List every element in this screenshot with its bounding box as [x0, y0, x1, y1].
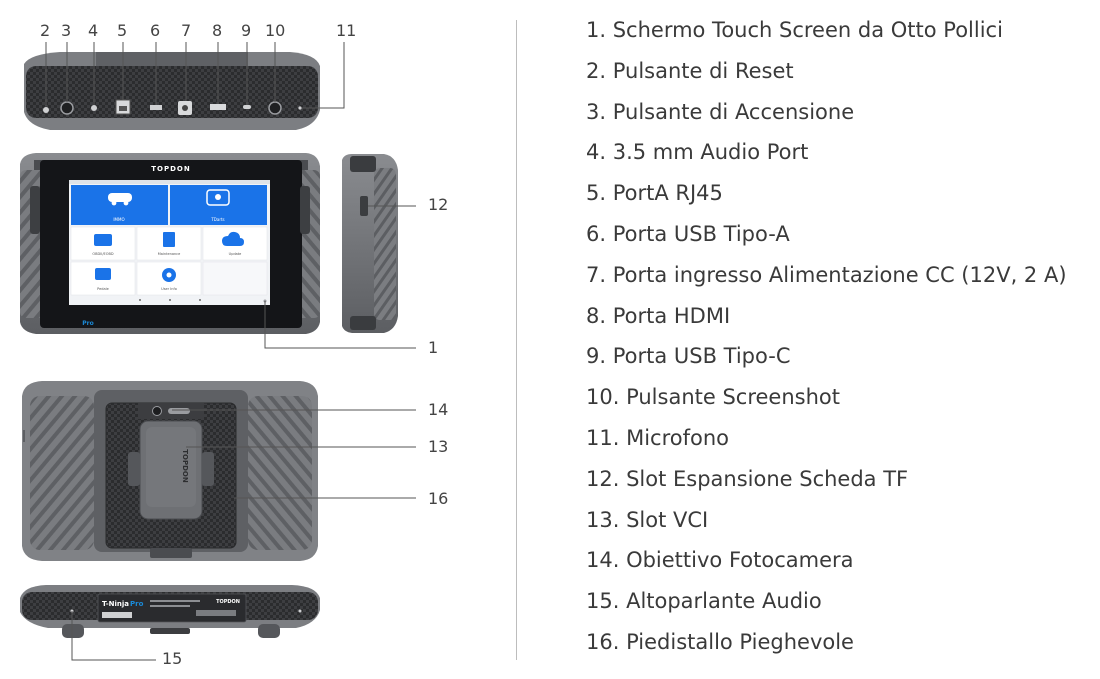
- callout-8: 8: [212, 21, 223, 40]
- callout-16: 16: [428, 489, 449, 508]
- callout-7: 7: [181, 21, 192, 40]
- vci-brand: TOPDON: [181, 449, 189, 483]
- tile-label-update: Update: [229, 252, 242, 256]
- legend-item: 3. Pulsante di Accensione: [586, 99, 855, 124]
- maintenance-icon: [163, 232, 175, 247]
- audio-port-icon: [91, 105, 97, 111]
- legend-item: 4. 3.5 mm Audio Port: [586, 140, 809, 165]
- legend-item: 5. PortA RJ45: [586, 181, 723, 206]
- legend-item: 1. Schermo Touch Screen da Otto Pollici: [586, 18, 1003, 42]
- label-model: T-Ninja: [102, 600, 129, 608]
- tile-label-pedale: Pedale: [97, 287, 109, 291]
- callout-11: 11: [336, 21, 357, 40]
- callout-9: 9: [241, 21, 252, 40]
- tile-label-userinfo: User Info: [161, 287, 177, 291]
- tile-label-obd: OBDII/EOBD: [92, 252, 113, 256]
- screen-brand: TOPDON: [151, 165, 190, 173]
- callout-1: 1: [428, 338, 439, 357]
- folder-icon: [95, 268, 111, 280]
- signal-icon: [206, 189, 230, 206]
- legend-item: 7. Porta ingresso Alimentazione CC (12V,…: [586, 262, 1067, 287]
- reset-button-icon: [43, 107, 49, 113]
- device-illustration: TOPDON IMMO TDarts OBDII/EOBD Maintenanc…: [20, 42, 416, 661]
- label-model-suffix: Pro: [130, 600, 144, 608]
- front-view: TOPDON IMMO TDarts OBDII/EOBD Maintenanc…: [20, 153, 320, 334]
- callout-2: 2: [40, 21, 51, 40]
- cloud-icon: [222, 231, 244, 246]
- microphone-icon: [298, 106, 302, 110]
- legend-item: 14. Obiettivo Fotocamera: [586, 548, 854, 573]
- tile-label-maintenance: Maintenance: [158, 252, 181, 256]
- car-icon: [108, 193, 132, 206]
- camera-lens-icon: [152, 406, 162, 416]
- usb-a-port-icon: [150, 105, 162, 110]
- callout-10: 10: [265, 21, 286, 40]
- hdmi-port-icon: [210, 104, 226, 110]
- legend-item: 11. Microfono: [586, 425, 729, 450]
- legend-item: 12. Slot Espansione Scheda TF: [586, 466, 909, 491]
- power-button-icon: [60, 101, 74, 115]
- side-view: [342, 154, 398, 333]
- front-badge: Pro: [82, 320, 93, 327]
- legend-item: 8. Porta HDMI: [586, 303, 731, 328]
- legend-item: 6. Porta USB Tipo-A: [586, 221, 790, 246]
- callout-3: 3: [61, 21, 72, 40]
- obd-icon: [94, 234, 112, 246]
- feature-legend: 1. Schermo Touch Screen da Otto Pollici …: [586, 16, 1067, 669]
- tf-slot-icon: [360, 196, 368, 216]
- usb-c-port-icon: [243, 105, 251, 109]
- screenshot-button-icon: [268, 101, 282, 115]
- back-leader-lines: [172, 409, 416, 499]
- legend-item: 2. Pulsante di Reset: [586, 58, 794, 83]
- callout-4: 4: [88, 21, 99, 40]
- callout-13: 13: [428, 437, 449, 456]
- legend-item: 16. Piedistallo Pieghevole: [586, 629, 854, 654]
- legend-item: 9. Porta USB Tipo-C: [586, 344, 791, 369]
- legend-item: 10. Pulsante Screenshot: [586, 385, 840, 410]
- top-edge-view: [24, 52, 320, 130]
- column-divider: [516, 20, 517, 660]
- tile-label-immo: IMMO: [113, 217, 124, 222]
- bottom-edge-view: T-Ninja Pro TOPDON: [20, 585, 320, 638]
- label-brand: TOPDON: [216, 599, 240, 605]
- callout-12: 12: [428, 195, 449, 214]
- back-view: TOPDON: [22, 381, 318, 561]
- legend-item: 15. Altoparlante Audio: [586, 589, 822, 614]
- callout-5: 5: [117, 21, 128, 40]
- callout-15: 15: [162, 649, 183, 668]
- legend-item: 13. Slot VCI: [586, 507, 709, 532]
- callout-14: 14: [428, 400, 449, 419]
- tile-label-tdarts: TDarts: [210, 217, 224, 222]
- top-leader-lines: [45, 42, 345, 109]
- callout-6: 6: [150, 21, 161, 40]
